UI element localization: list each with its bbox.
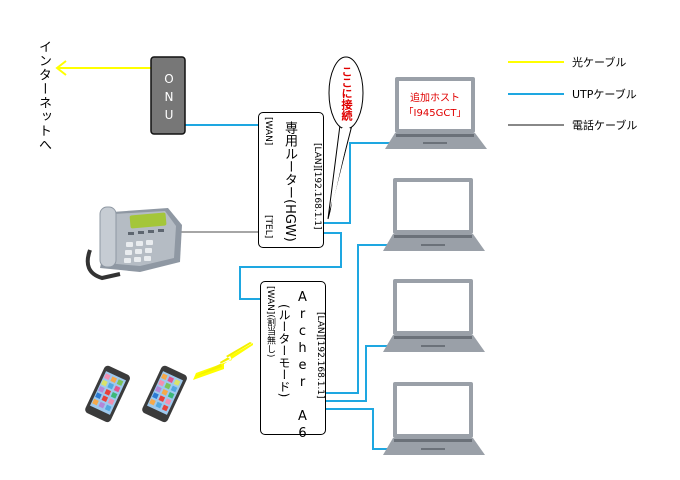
arrow-left-icon	[55, 60, 67, 76]
added-host-line1: 追加ホスト	[410, 93, 460, 104]
legend-swatch-phone	[508, 124, 564, 126]
wireless-lightning-icon-2	[194, 342, 252, 377]
archer-mode: (ルーターモード)	[277, 304, 291, 398]
hgw-lan-port: [LAN][192.168.1.1]	[312, 143, 322, 230]
hgw-title: 専用ルーター(HGW)	[282, 121, 297, 242]
legend-label-utp: UTPケーブル	[572, 88, 637, 101]
hgw-router: [WAN] [TEL] 専用ルーター(HGW) [LAN][192.168.1.…	[258, 112, 324, 248]
archer-lan-port: [LAN][192.168.1.1]	[315, 312, 325, 399]
hgw-wan-port: [WAN]	[263, 117, 273, 146]
utp-cable-archer-laptop-1	[323, 244, 392, 394]
onu-device	[150, 56, 186, 135]
added-host-line2: 「I945GCT」	[403, 108, 467, 119]
legend-item-phone: 電話ケーブル	[508, 117, 637, 133]
hgw-tel-port: [TEL]	[263, 215, 273, 239]
laptop-icon-1	[383, 178, 485, 251]
utp-cable-hgw-archer	[239, 232, 342, 300]
smartphone-icon-1	[85, 365, 130, 423]
laptop-icon-3	[383, 382, 485, 455]
callout-text: ここに接続	[340, 66, 353, 121]
callout-bubble	[327, 56, 364, 220]
archer-wan-port: [WAN](割当無し)	[265, 286, 275, 358]
legend-label-phone: 電話ケーブル	[572, 119, 638, 132]
added-host-label: 追加ホスト 「I945GCT」	[399, 91, 471, 121]
desk-phone-icon	[85, 206, 182, 281]
utp-cable-hgw-host	[323, 142, 398, 224]
onu-label: ONU	[162, 72, 176, 126]
archer-router: [WAN](割当無し) (ルーターモード) Archer A6 [LAN][19…	[260, 281, 326, 443]
laptop-icon-2	[383, 279, 485, 352]
smartphone-icon-2	[142, 365, 187, 423]
legend-label-fiber: 光ケーブル	[572, 56, 627, 69]
legend-swatch-utp	[508, 93, 564, 95]
archer-title: Archer A6	[295, 290, 310, 443]
utp-cable-archer-laptop-2	[323, 345, 392, 402]
internet-label: インターネットへ	[36, 40, 51, 152]
legend-item-utp: UTPケーブル	[508, 86, 637, 102]
legend-item-fiber: 光ケーブル	[508, 54, 626, 70]
utp-cable-archer-laptop-3	[323, 408, 392, 450]
legend-swatch-fiber	[508, 61, 564, 63]
laptop-icon-added-host	[385, 77, 487, 149]
